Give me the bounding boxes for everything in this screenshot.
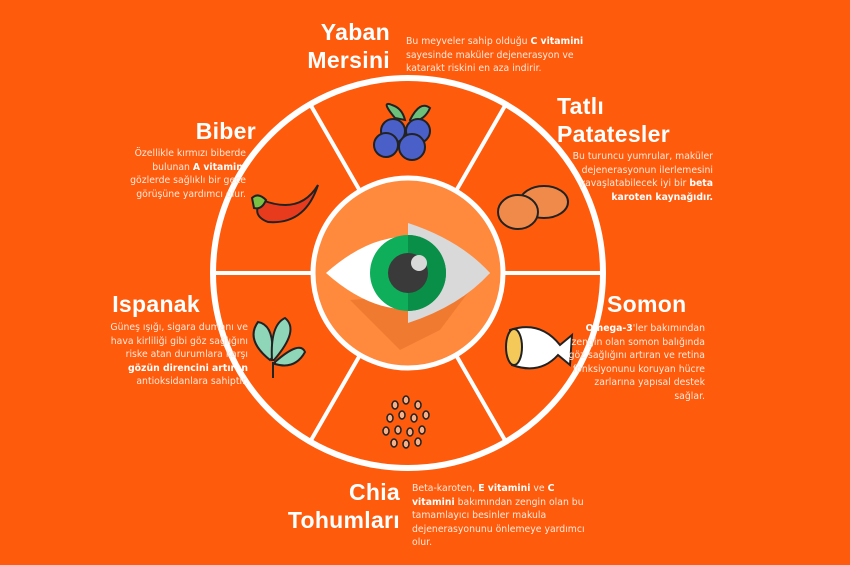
blueberry-icon: [373, 102, 432, 161]
desc-chia-tohumlari: Beta-karoten, E vitamini ve C vitamini b…: [412, 483, 585, 548]
desc-biber: Özellikle kırmızı biberde bulunan A vita…: [130, 148, 246, 200]
fish-icon: [505, 326, 574, 370]
desc-yaban-mersini: Bu meyveler sahip olduğu C vitamini saye…: [406, 36, 584, 74]
eye-icon: [326, 223, 490, 350]
chia-seeds-icon: [382, 395, 430, 449]
pepper-icon: [250, 184, 319, 224]
desc-ispanak: Güneş ışığı, sigara dumanı ve hava kirli…: [110, 322, 248, 387]
desc-tatli-patatesler: Bu turuncu yumrular, maküler dejenerasyo…: [572, 151, 713, 203]
desc-somon: Omega-3'ler bakımından zengin olan somon…: [568, 323, 705, 402]
title-somon: Somon: [607, 291, 687, 317]
sweet-potato-icon: [497, 185, 569, 230]
title-biber: Biber: [195, 118, 256, 144]
segment-dividers: [213, 103, 603, 443]
title-ispanak: Ispanak: [112, 291, 200, 317]
spinach-icon: [252, 316, 307, 378]
